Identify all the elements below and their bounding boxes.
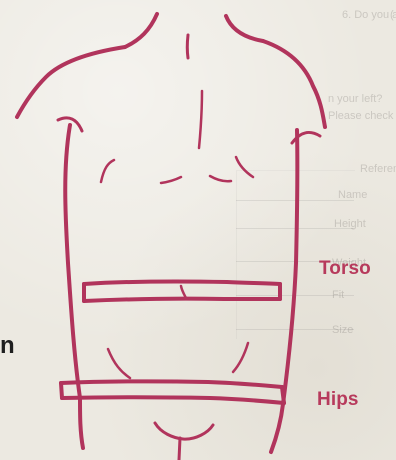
crotch-curve	[155, 423, 213, 439]
abdomen-right-line	[233, 343, 248, 372]
hip-band-top	[61, 381, 282, 387]
right-lower-leg-line	[271, 404, 283, 452]
left-arm-line	[65, 125, 80, 398]
hip-band-right	[282, 387, 284, 403]
chest-center-line	[199, 91, 202, 148]
hip-band-bottom	[62, 397, 284, 403]
neck-center-mark	[187, 35, 188, 58]
hip-band-left	[61, 383, 62, 398]
left-fragment-label: n	[0, 332, 15, 360]
waist-mark	[181, 286, 186, 298]
right-arm-line	[283, 130, 297, 404]
waist-band-top	[84, 281, 280, 284]
center-lower-line	[179, 438, 180, 460]
left-shoulder-line	[17, 47, 125, 117]
navel-line-right	[210, 176, 231, 181]
left-chest-mark	[101, 160, 114, 182]
abdomen-left-line	[108, 349, 130, 378]
left-neck-line	[125, 14, 157, 47]
right-shoulder-line	[263, 41, 325, 127]
torso-label: Torso	[319, 258, 371, 280]
left-lower-leg-line	[80, 398, 83, 448]
right-chest-mark	[236, 157, 253, 177]
hips-label: Hips	[317, 389, 359, 411]
navel-line	[161, 177, 181, 183]
waist-band-bottom	[84, 299, 280, 301]
right-neck-line	[226, 16, 263, 41]
